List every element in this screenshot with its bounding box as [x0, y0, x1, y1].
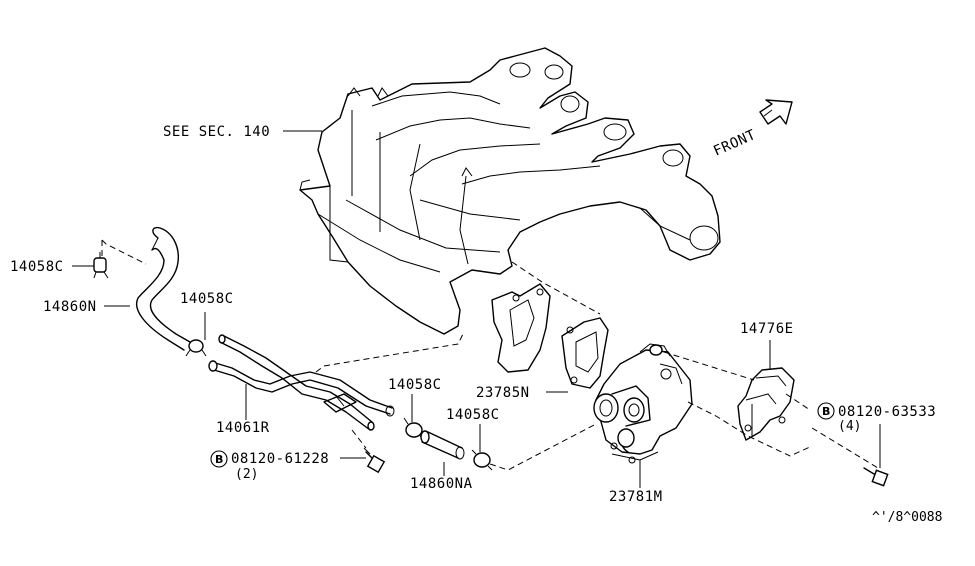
bracket-14776e[interactable] [737, 367, 795, 441]
label-14058c-center: 14058C [388, 377, 442, 393]
hose-14860na[interactable] [420, 430, 465, 460]
label-14860na: 14860NA [410, 476, 473, 492]
svg-text:B: B [215, 453, 223, 466]
bolt-08120-61228[interactable] [363, 447, 386, 474]
clip-14058c-center[interactable] [403, 417, 425, 441]
clip-14058c-right[interactable] [471, 449, 493, 471]
label-14061r: 14061R [216, 420, 270, 436]
bolt-08120-63533[interactable] [863, 467, 889, 487]
label-14058c-right: 14058C [446, 407, 500, 423]
label-14776e: 14776E [740, 321, 794, 337]
see-sec-140-label: SEE SEC. 140 [163, 124, 270, 140]
bolt-symbol-icon-1: B [210, 450, 228, 468]
label-08120-63533: 08120-63533 [838, 404, 936, 420]
clip-14058c-upper[interactable] [93, 252, 109, 279]
intake-manifold[interactable] [299, 47, 721, 335]
clip-14058c-hose-end[interactable] [185, 339, 207, 357]
front-arrow-icon: FRONT [711, 99, 793, 160]
label-23781m: 23781M [609, 489, 663, 505]
label-08120-61228: 08120-61228 [231, 451, 329, 467]
label-14058c-mid: 14058C [180, 291, 234, 307]
label-14860n: 14860N [43, 299, 97, 315]
gasket-23785n[interactable] [491, 283, 609, 389]
front-label: FRONT [711, 127, 758, 160]
diagram-reference-code: ^'/8^0088 [872, 510, 942, 525]
valve-23781m[interactable] [593, 343, 693, 464]
label-bolt2-qty: (4) [838, 419, 861, 434]
label-14058c-upper: 14058C [10, 259, 64, 275]
label-23785n: 23785N [476, 385, 530, 401]
hose-14860n[interactable] [135, 226, 191, 351]
label-bolt1-qty: (2) [235, 467, 258, 482]
svg-text:B: B [822, 405, 830, 418]
tube-14061r[interactable] [208, 334, 395, 431]
bolt-symbol-icon-2: B [817, 402, 835, 420]
